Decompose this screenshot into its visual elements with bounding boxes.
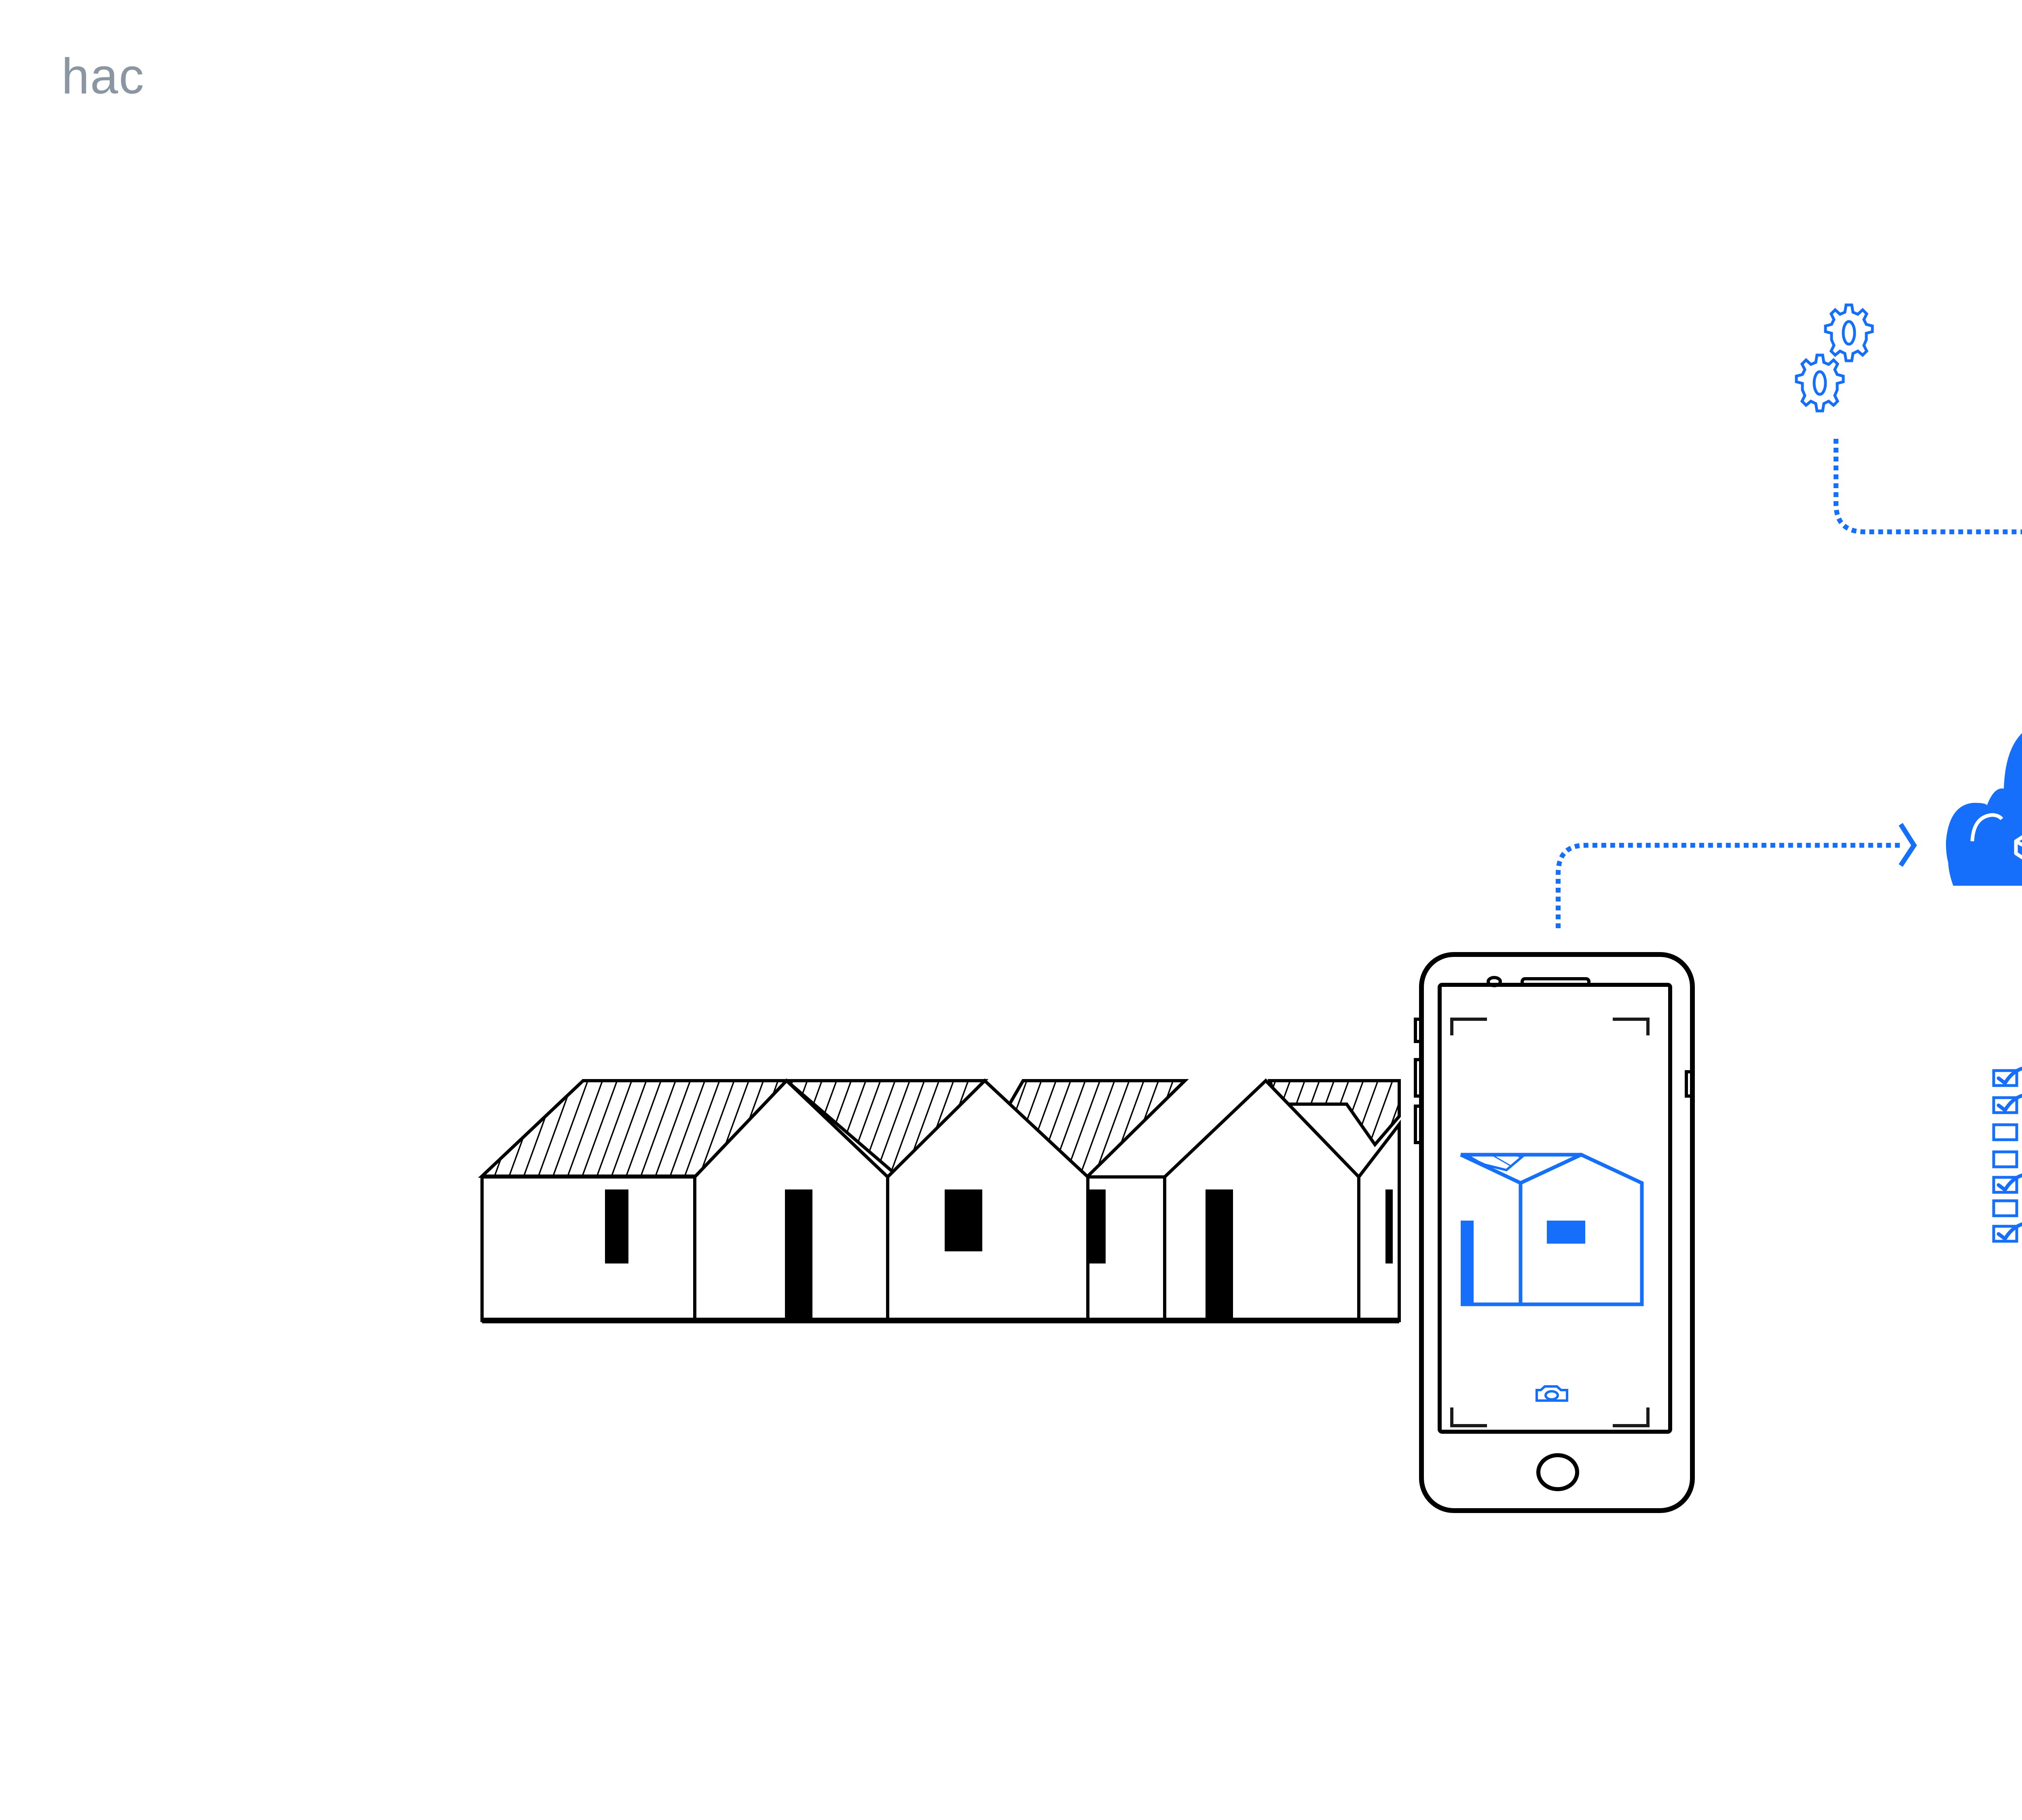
checklist-item bbox=[1992, 1123, 2018, 1141]
checkmark-icon bbox=[1997, 1173, 2022, 1193]
unchecked-box-icon bbox=[1992, 1199, 2018, 1217]
camera-icon bbox=[1536, 1385, 1568, 1402]
hac-logo-text: hac bbox=[61, 49, 145, 104]
checklist-item bbox=[1992, 1222, 2022, 1243]
checkmark-icon bbox=[1997, 1222, 2022, 1242]
checklist-item bbox=[1992, 1150, 2018, 1168]
checklist-icon bbox=[1992, 1067, 2022, 1243]
checklist-item bbox=[1992, 1094, 2022, 1114]
upload-arrow bbox=[1556, 823, 1917, 928]
top-connectors bbox=[1834, 439, 2022, 534]
checkmark-icon bbox=[1997, 1067, 2022, 1086]
viewfinder-corners bbox=[1450, 1018, 1650, 1427]
checklist-item bbox=[1992, 1199, 2018, 1217]
unchecked-box-icon bbox=[1992, 1150, 2018, 1168]
checklist-item bbox=[1992, 1067, 2022, 1087]
cloud-processing-icon bbox=[1946, 733, 2022, 886]
unchecked-box-icon bbox=[1992, 1123, 2018, 1141]
checkmark-icon bbox=[1997, 1094, 2022, 1113]
checklist-item bbox=[1992, 1173, 2022, 1194]
gears-icon bbox=[1795, 303, 1874, 413]
scanned-house bbox=[1460, 1153, 1644, 1306]
houses-illustration bbox=[478, 1078, 1401, 1323]
